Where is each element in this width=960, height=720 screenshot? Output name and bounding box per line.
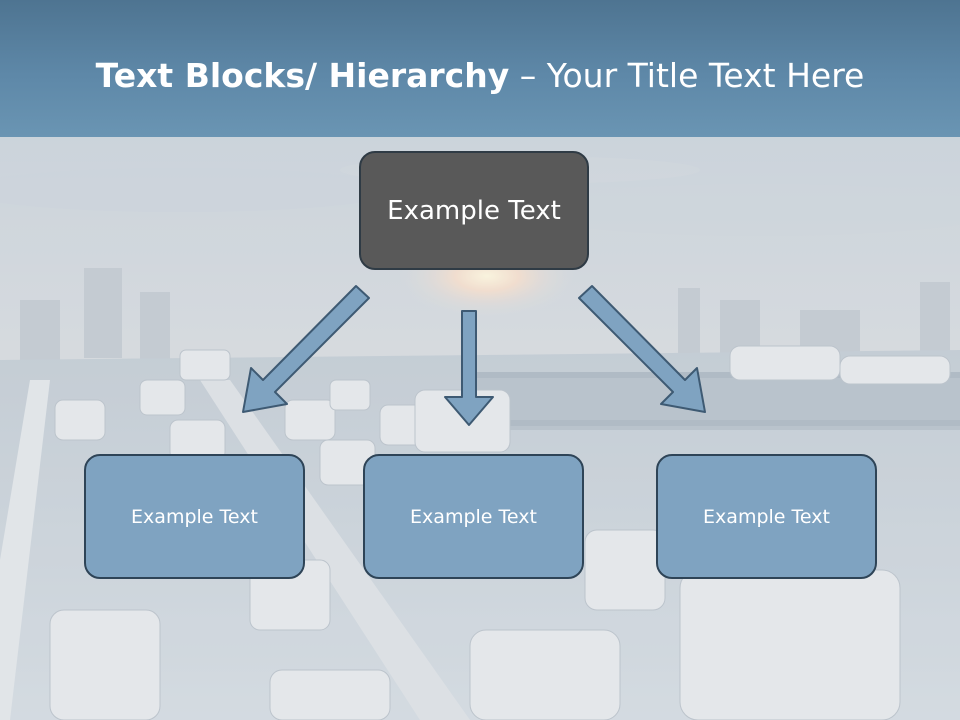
slide-title-regular: – Your Title Text Here (509, 56, 865, 95)
child-box-center[interactable]: Example Text (363, 454, 584, 579)
top-box[interactable]: Example Text (359, 151, 589, 270)
slide-title-bold: Text Blocks/ Hierarchy (95, 56, 510, 95)
arrow-left (242, 285, 370, 413)
child-box-label: Example Text (131, 505, 258, 528)
top-box-label: Example Text (387, 195, 561, 226)
arrow-center (444, 310, 494, 426)
arrow-right (578, 285, 706, 413)
child-box-left[interactable]: Example Text (84, 454, 305, 579)
child-box-right[interactable]: Example Text (656, 454, 877, 579)
child-box-label: Example Text (410, 505, 537, 528)
child-box-label: Example Text (703, 505, 830, 528)
title-bar (0, 0, 960, 137)
slide-title: Text Blocks/ Hierarchy – Your Title Text… (0, 54, 960, 98)
